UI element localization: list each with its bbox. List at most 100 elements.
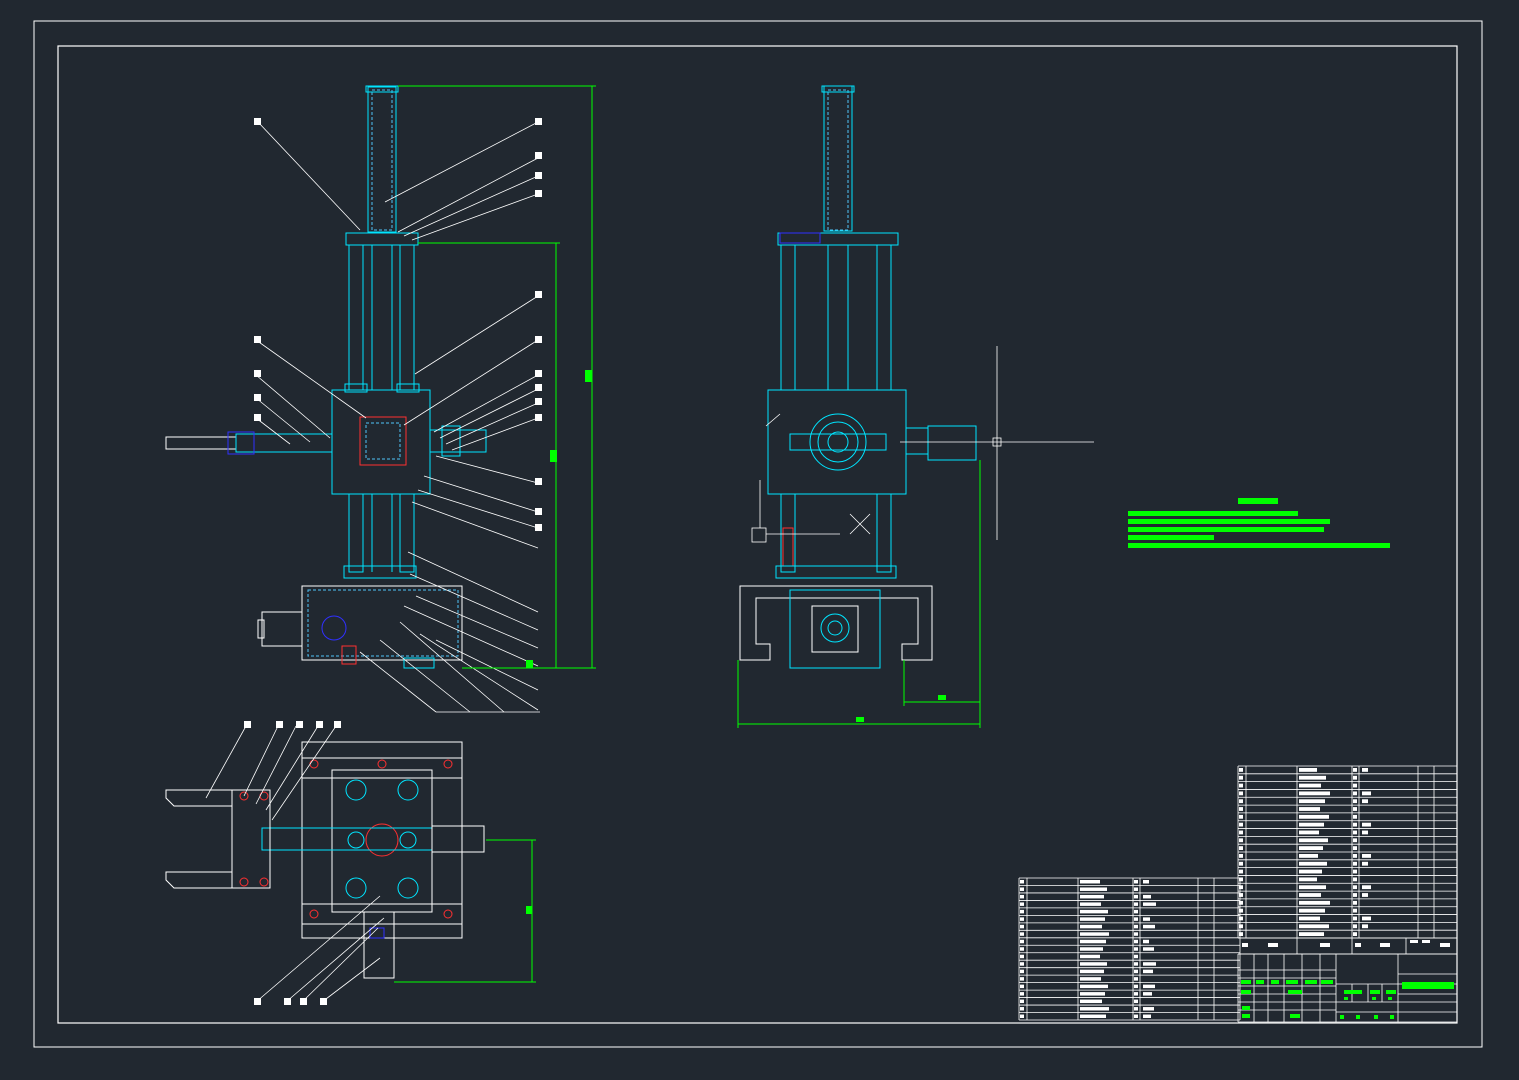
- parts-list-header-cell: [1440, 943, 1450, 947]
- parts-list-qty-cell: [1134, 917, 1138, 921]
- parts-list-material-cell: [1143, 1007, 1154, 1011]
- parts-list-header-cell: [1242, 943, 1248, 947]
- parts-list-qty-cell: [1134, 924, 1138, 929]
- parts-list-material-cell: [1143, 917, 1150, 921]
- parts-list-name-cell: [1299, 869, 1322, 874]
- parts-list-name-cell: [1080, 1014, 1106, 1018]
- parts-list-index-cell: [1239, 893, 1243, 897]
- parts-list-index-cell: [1239, 775, 1243, 780]
- title-block-field: [1290, 1014, 1300, 1018]
- parts-list-name-cell: [1299, 900, 1330, 905]
- parts-list-qty-cell: [1353, 783, 1357, 788]
- parts-list-index-cell: [1239, 900, 1243, 905]
- title-block-drawing-name: [1402, 982, 1454, 989]
- parts-list-name-cell: [1080, 947, 1103, 951]
- parts-list-qty-cell: [1353, 846, 1357, 850]
- parts-list-qty-cell: [1353, 822, 1357, 827]
- title-block-field: [1242, 1006, 1250, 1010]
- parts-list-name-cell: [1299, 861, 1327, 866]
- parts-list-qty-cell: [1134, 954, 1138, 959]
- title-block-field: [1241, 980, 1251, 984]
- parts-list-material-cell: [1362, 799, 1368, 804]
- parts-list-material-cell: [1362, 893, 1368, 897]
- top-view-dimensions: [394, 839, 536, 983]
- sheet-outer-border: [33, 20, 1483, 1048]
- parts-list-name-cell: [1080, 977, 1101, 981]
- parts-list-name-cell: [1080, 984, 1108, 989]
- parts-list-qty-cell: [1134, 1007, 1138, 1011]
- parts-list-qty-cell: [1353, 854, 1357, 858]
- title-block-field: [1305, 980, 1317, 984]
- parts-list-qty-cell: [1353, 830, 1357, 835]
- parts-list-name-cell: [1299, 822, 1324, 827]
- title-block-field: [1344, 997, 1348, 1000]
- parts-list-qty-cell: [1134, 902, 1138, 906]
- parts-list-index-cell: [1239, 854, 1243, 858]
- parts-list-index-cell: [1239, 916, 1243, 921]
- parts-list-qty-cell: [1134, 887, 1138, 891]
- top-view-callout-markers: [244, 721, 341, 1005]
- top-view: [165, 741, 485, 979]
- parts-list-qty-cell: [1134, 939, 1138, 944]
- parts-list-name-cell: [1299, 838, 1328, 843]
- parts-list-index-cell: [1239, 846, 1243, 850]
- parts-list-index-cell: [1239, 791, 1243, 796]
- technical-notes: [1128, 498, 1390, 548]
- parts-list-index-cell: [1239, 783, 1243, 788]
- parts-list-index-cell: [1239, 814, 1243, 819]
- title-block-field: [1344, 990, 1362, 994]
- parts-list-index-cell: [1239, 861, 1243, 866]
- parts-list-index-cell: [1239, 908, 1243, 913]
- parts-list-name-cell: [1299, 885, 1326, 890]
- parts-list-material-cell: [1143, 902, 1156, 906]
- parts-list-name-cell: [1080, 924, 1102, 929]
- title-block-field: [1241, 990, 1251, 994]
- title-block-field: [1370, 990, 1380, 994]
- parts-list-name-cell: [1299, 807, 1320, 811]
- parts-list-material-cell: [1143, 947, 1154, 951]
- title-block-field: [1256, 980, 1264, 984]
- parts-list-material-cell: [1362, 791, 1371, 796]
- parts-list-index-cell: [1020, 962, 1024, 966]
- front-view-leaders: [255, 121, 540, 713]
- front-view: [165, 85, 487, 669]
- title-block-field: [1388, 997, 1392, 1000]
- parts-list-qty-cell: [1134, 962, 1138, 966]
- side-view: [739, 85, 977, 669]
- parts-list-qty-cell: [1134, 1014, 1138, 1018]
- parts-list-qty-cell: [1134, 999, 1138, 1004]
- parts-list-index-cell: [1020, 909, 1024, 914]
- parts-list-index-cell: [1020, 887, 1024, 891]
- parts-list-index-cell: [1020, 894, 1024, 899]
- parts-list-name-cell: [1080, 917, 1105, 921]
- parts-list-index-cell: [1020, 917, 1024, 921]
- title-block: [1018, 765, 1458, 1023]
- title-block-field: [1390, 1015, 1394, 1019]
- parts-list-index-cell: [1020, 947, 1024, 951]
- parts-list-index-cell: [1020, 999, 1024, 1004]
- top-view-dimension-label: [526, 906, 532, 914]
- parts-list-qty-cell: [1353, 908, 1357, 913]
- title-block-field: [1271, 980, 1279, 984]
- parts-list-material-cell: [1143, 880, 1149, 884]
- parts-list-qty-cell: [1134, 932, 1138, 936]
- parts-list-material-cell: [1143, 969, 1153, 974]
- parts-list-index-cell: [1239, 885, 1243, 890]
- parts-list-name-cell: [1080, 887, 1107, 891]
- parts-list-material-cell: [1143, 962, 1156, 966]
- front-view-dimensions: [398, 85, 596, 669]
- parts-list-qty-cell: [1353, 768, 1357, 772]
- parts-list-index-cell: [1239, 838, 1243, 843]
- front-view-dimension-labels: [526, 370, 592, 668]
- parts-list-index-cell: [1020, 880, 1024, 884]
- parts-list-name-cell: [1299, 814, 1329, 819]
- parts-list-qty-cell: [1353, 877, 1357, 882]
- parts-list-index-cell: [1239, 869, 1243, 874]
- title-block-field: [1286, 980, 1298, 984]
- parts-list-qty-cell: [1353, 900, 1357, 905]
- parts-list-qty-cell: [1134, 894, 1138, 899]
- parts-list-name-cell: [1299, 768, 1317, 772]
- parts-list-index-cell: [1239, 799, 1243, 804]
